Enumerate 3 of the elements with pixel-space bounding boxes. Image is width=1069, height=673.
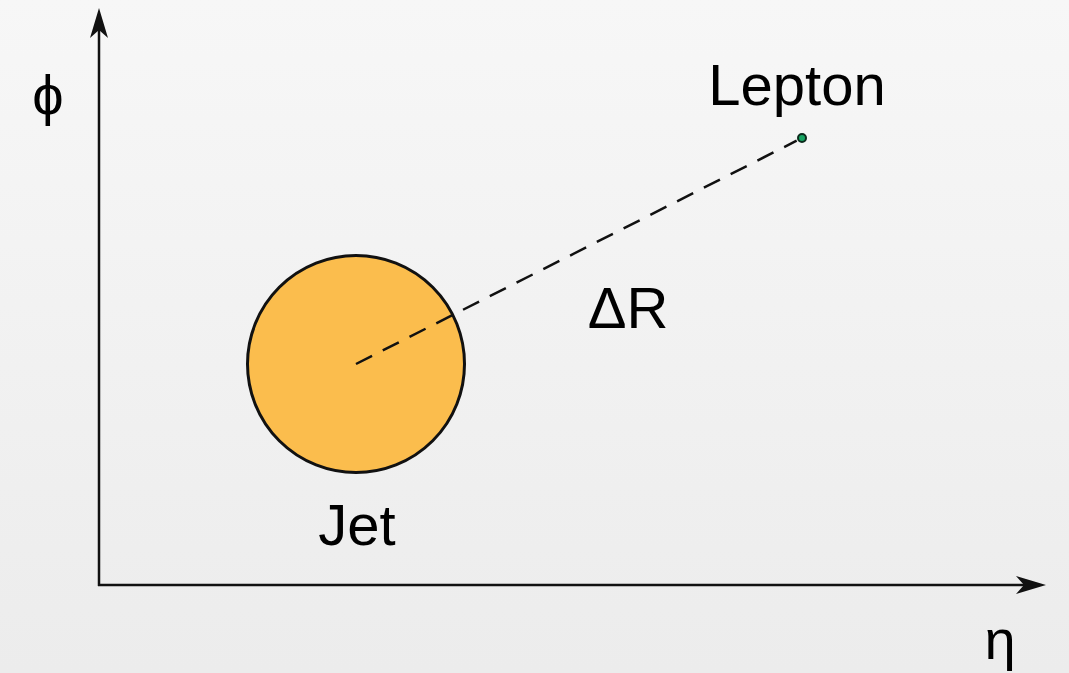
dashed-line: [355, 139, 798, 366]
node-caption: Jet: [318, 496, 396, 554]
edge-label: ΔR: [587, 279, 669, 337]
